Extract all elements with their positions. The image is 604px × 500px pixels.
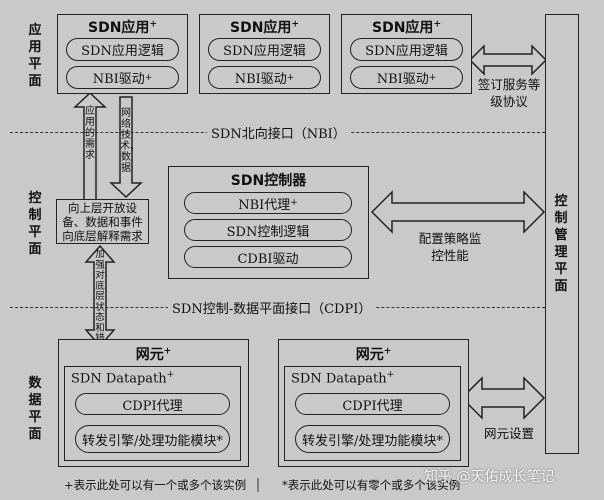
sdn-app-box-1: SDN应用+ SDN应用逻辑 NBI驱动+ (57, 14, 188, 94)
nbi-driver: NBI驱动+ (350, 66, 463, 89)
network-element-box-1: 网元+ SDN Datapath+ CDPI代理 转发引擎/处理功能模块* (58, 339, 249, 467)
network-element-title: 网元+ (135, 346, 172, 363)
forwarding-engine: 转发引擎/处理功能模块* (75, 425, 230, 453)
datapath-box: SDN Datapath+ CDPI代理 转发引擎/处理功能模块* (64, 366, 241, 461)
network-element-title: 网元+ (355, 346, 392, 363)
network-data-arrow-text: 网络技术、数据 (120, 108, 140, 174)
datapath-title: SDN Datapath+ (71, 370, 175, 387)
sdn-app-title: SDN应用+ (372, 19, 441, 36)
cdbi-driver: CDBI驱动 (184, 246, 352, 268)
sla-double-arrow (468, 44, 548, 76)
sdn-app-box-3: SDN应用+ SDN应用逻辑 NBI驱动+ (341, 14, 472, 94)
open-translate-text: 向上层开放设备、数据和事件向底层解释需求 (62, 201, 143, 243)
cdpi-interface-label: SDN控制-数据平面接口（CDPI） (168, 298, 376, 317)
open-translate-box: 向上层开放设备、数据和事件向底层解释需求 (56, 199, 149, 244)
ne-setup-label: 网元设置 (483, 426, 534, 441)
ne-setup-double-arrow (460, 376, 546, 420)
requirements-arrow-text: 应用的需求 (85, 106, 95, 161)
config-label: 配置策略监控性能 (418, 231, 482, 263)
controller-logic: SDN控制逻辑 (184, 219, 352, 241)
data-plane-label: 数据平面 (28, 376, 42, 442)
requirements-up-arrow (73, 91, 107, 201)
nbi-driver: NBI驱动+ (66, 66, 179, 89)
footnote-left: +表示此处可以有一个或多个该实例 (64, 478, 247, 492)
sdn-app-logic: SDN应用逻辑 (208, 38, 321, 61)
cdpi-agent: CDPI代理 (295, 393, 450, 415)
datapath-title: SDN Datapath+ (291, 370, 395, 387)
sdn-app-logic: SDN应用逻辑 (350, 38, 463, 61)
cdpi-agent: CDPI代理 (75, 393, 230, 415)
app-plane-label: 应用平面 (28, 23, 42, 89)
nbi-driver: NBI驱动+ (208, 66, 321, 89)
sdn-controller-box: SDN控制器 NBI代理+ SDN控制逻辑 CDBI驱动 (168, 166, 369, 279)
forwarding-engine: 转发引擎/处理功能模块* (295, 425, 450, 453)
watermark: 知乎 @天佑成长笔记 (424, 469, 555, 485)
sdn-app-logic: SDN应用逻辑 (66, 38, 179, 61)
nbi-agent: NBI代理+ (184, 192, 352, 214)
sdn-app-title: SDN应用+ (230, 19, 299, 36)
nbi-interface-label: SDN北向接口（NBI） (207, 123, 350, 142)
network-element-box-2: 网元+ SDN Datapath+ CDPI代理 转发引擎/处理功能模块* (278, 339, 469, 467)
sdn-app-box-2: SDN应用+ SDN应用逻辑 NBI驱动+ (199, 14, 330, 94)
network-data-down-arrow (109, 96, 143, 199)
footnote-right: *表示此处可以有零个或多个该实例 (282, 478, 461, 492)
control-plane-label: 控制平面 (28, 191, 42, 257)
mgmt-plane-box: 控制管理平面 (545, 14, 579, 454)
controller-title: SDN控制器 (230, 173, 307, 189)
sla-label: 签订服务等级协议 (477, 77, 541, 109)
datapath-box: SDN Datapath+ CDPI代理 转发引擎/处理功能模块* (284, 366, 461, 461)
mgmt-plane-label: 控制管理平面 (554, 194, 568, 294)
sdn-app-title: SDN应用+ (88, 19, 157, 36)
config-double-arrow (370, 190, 546, 234)
